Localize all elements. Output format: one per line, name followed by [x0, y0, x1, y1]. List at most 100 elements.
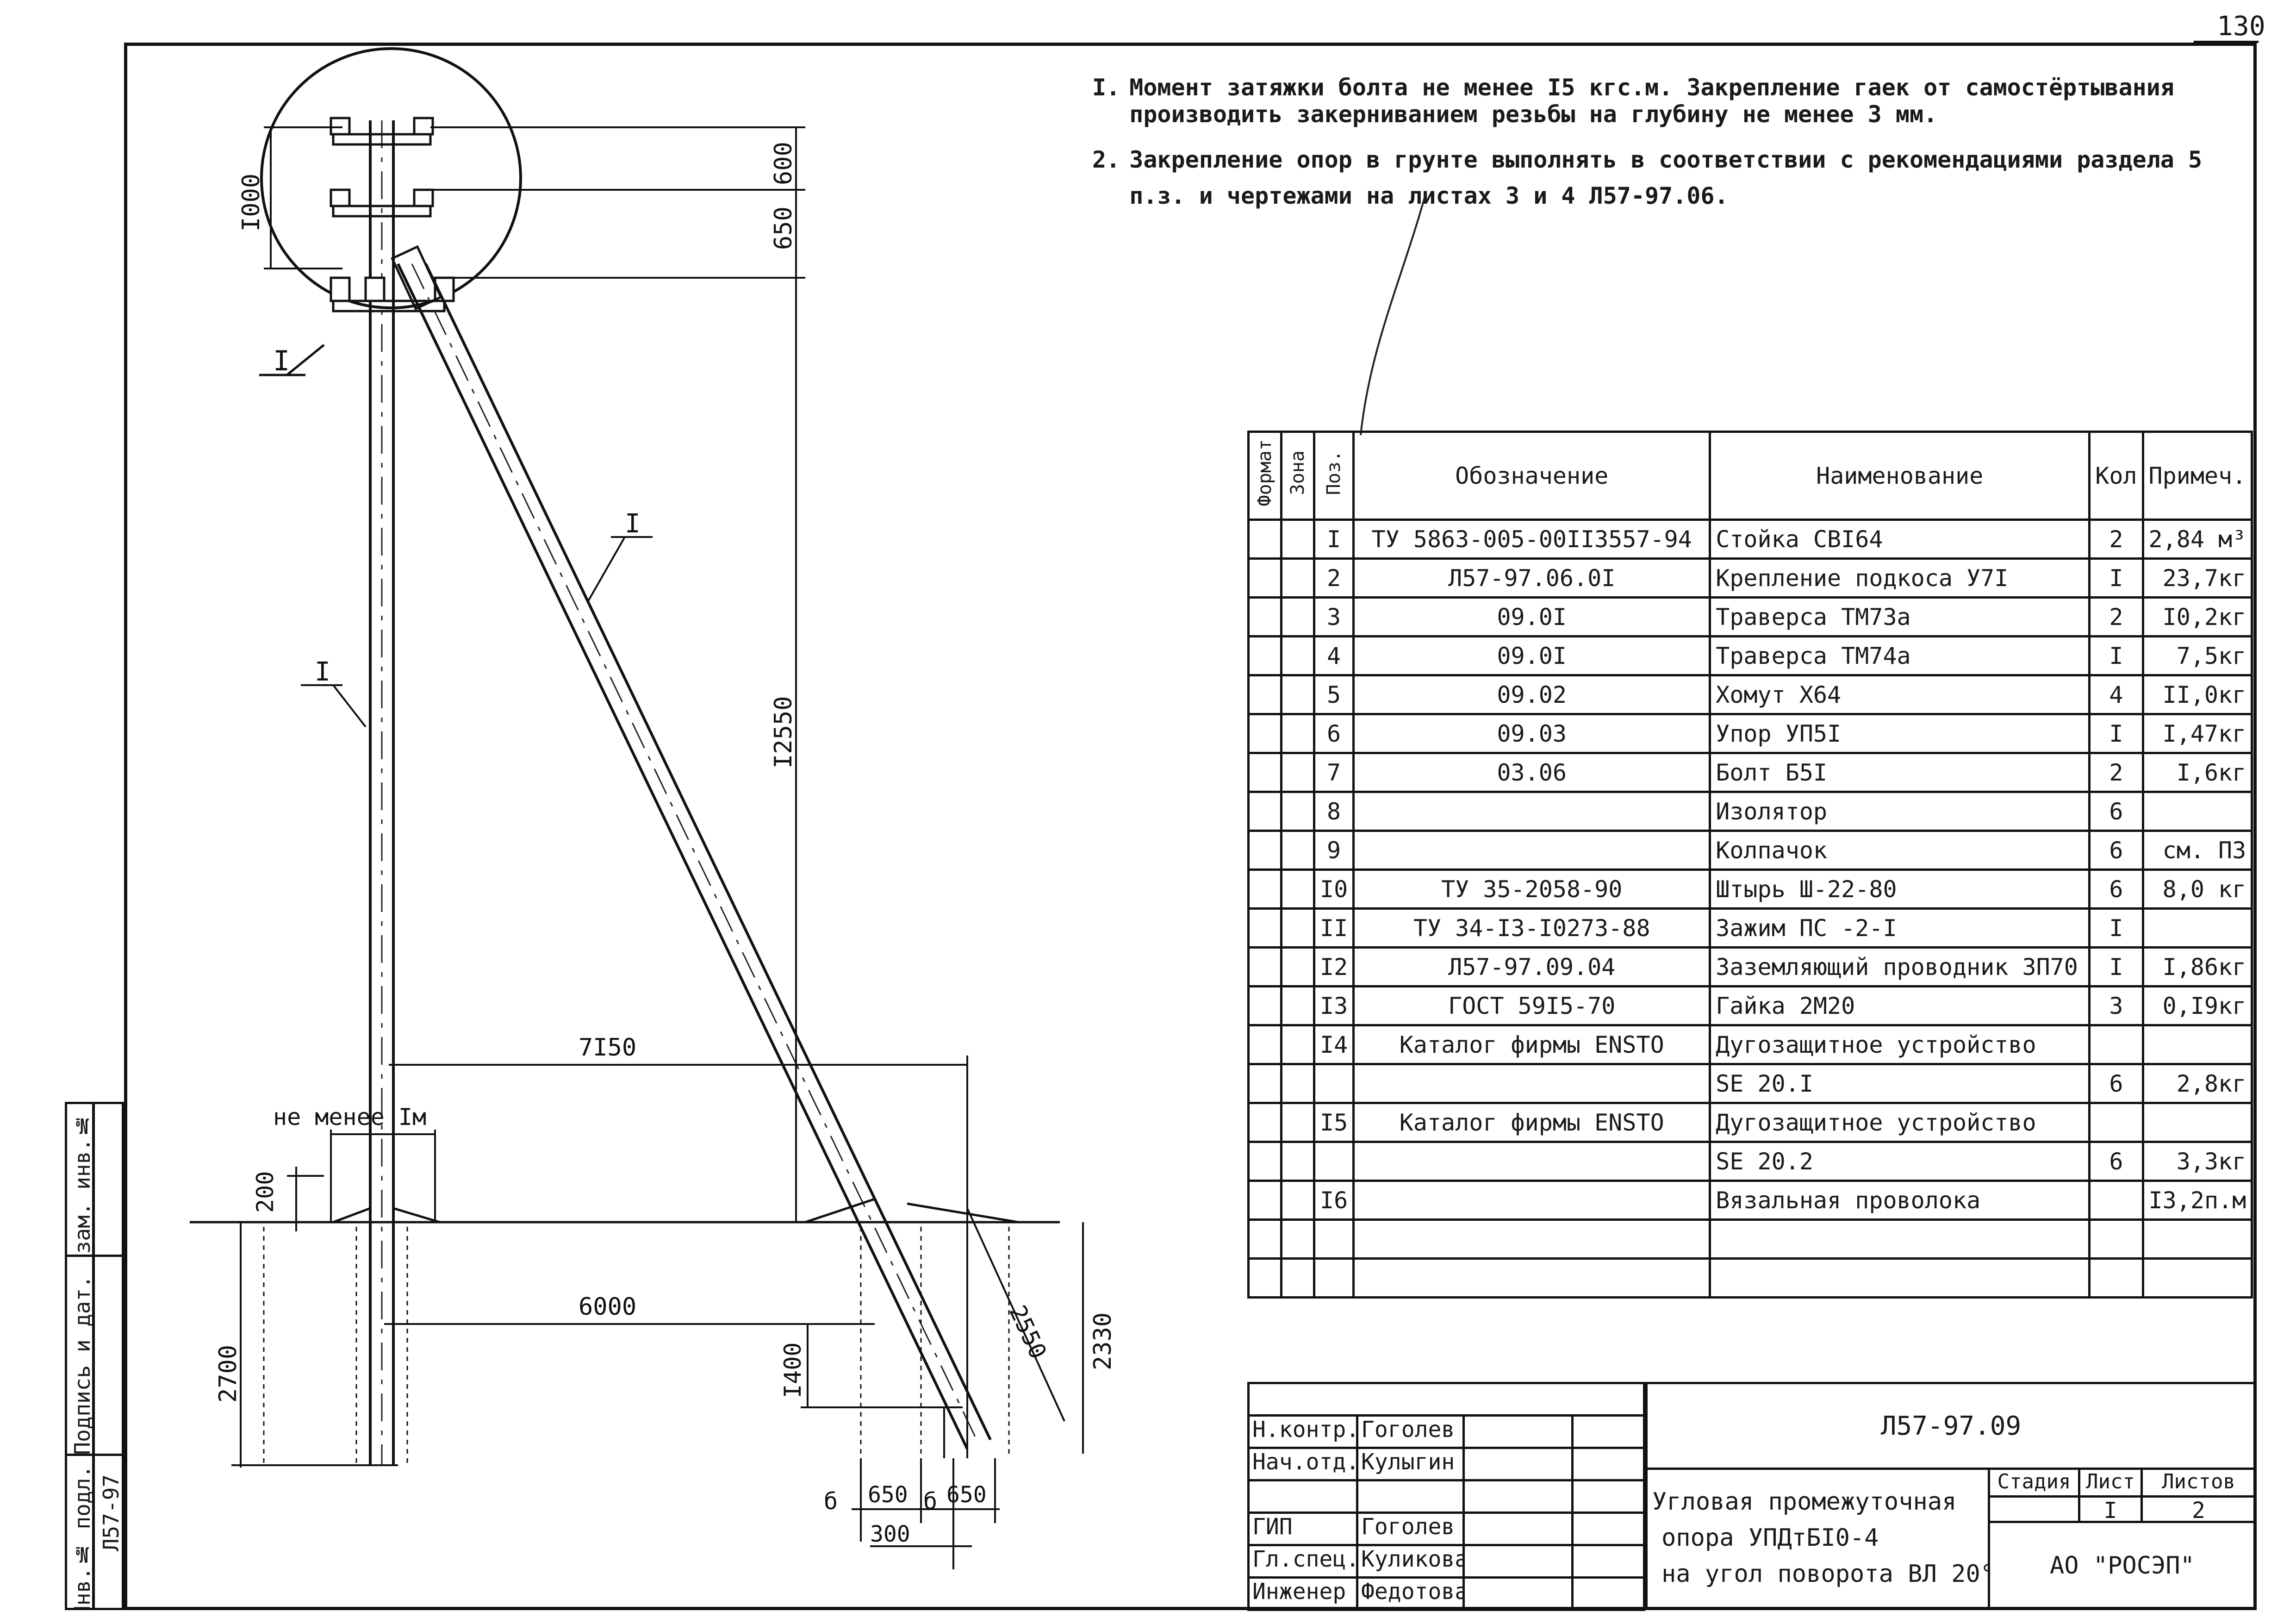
- note-line: Закрепление опор в грунте выполнять в со…: [1129, 146, 2203, 173]
- vertical-pole: [369, 120, 395, 1465]
- designation-cell: 09.0I: [1352, 635, 1711, 676]
- name-cell: Заземляющий проводник ЗП70: [1709, 946, 2091, 987]
- name-cell: Траверса ТМ74а: [1709, 635, 2091, 676]
- name-cell: Дугозащитное устройство: [1709, 1024, 2091, 1065]
- zone-cell: [1280, 596, 1315, 637]
- doc-code: Л57-97.09: [1880, 1411, 2022, 1441]
- dim-650-a: 650: [868, 1482, 908, 1508]
- name-cell: Вязальная проволока: [1709, 1180, 2091, 1221]
- format-cell: [1247, 635, 1282, 676]
- zone-cell: [1280, 1180, 1315, 1221]
- note-leader-line: [1360, 194, 1426, 436]
- note-cell: см. ПЗ: [2141, 830, 2253, 871]
- strut-callout: I: [625, 509, 641, 539]
- qty-cell: [2088, 1180, 2144, 1221]
- vzam-value-cell: [93, 1102, 124, 1257]
- col-designation: Обозначение: [1352, 431, 1711, 521]
- col-pos: Поз.: [1313, 431, 1355, 521]
- title-cell: Угловая промежуточная опора УПДтБI0-4 на…: [1645, 1468, 1990, 1610]
- qty-cell: 3: [2088, 985, 2144, 1026]
- format-cell: [1247, 713, 1282, 754]
- designation-cell: [1352, 791, 1711, 832]
- format-cell: [1247, 674, 1282, 715]
- org-cell: АО "РОСЭП": [1988, 1521, 2257, 1610]
- person-signature: [1462, 1512, 1574, 1546]
- doc-code-cell: Л57-97.09: [1645, 1382, 2257, 1470]
- note-cell: I,6кг: [2141, 752, 2253, 793]
- pos-cell: [1313, 1141, 1355, 1182]
- dim-12550: I2550: [770, 696, 797, 768]
- name-cell: Стойка СВI64: [1709, 518, 2091, 560]
- name-cell: Изолятор: [1709, 791, 2091, 832]
- format-cell: [1247, 868, 1282, 910]
- note-cell: 23,7кг: [2141, 557, 2253, 599]
- name-cell: Упор УП5I: [1709, 713, 2091, 754]
- spec-header-row: Формат Зона Поз. Обозначение Наименовани…: [1247, 431, 2253, 521]
- zone-cell: [1280, 1218, 1315, 1260]
- sheet-number-underline: [2194, 41, 2259, 43]
- pos-cell: I4: [1313, 1024, 1355, 1065]
- pos-cell: 5: [1313, 674, 1355, 715]
- designation-cell: 03.06: [1352, 752, 1711, 793]
- title-line: Угловая промежуточная: [1652, 1488, 1957, 1516]
- person-date: [1571, 1544, 1645, 1579]
- person-role: Н.контр.: [1247, 1414, 1358, 1449]
- zone-cell: [1280, 907, 1315, 949]
- designation-cell: [1352, 1180, 1711, 1221]
- zone-cell: [1280, 830, 1315, 871]
- qty-cell: I: [2088, 713, 2144, 754]
- name-cell: Хомут Х64: [1709, 674, 2091, 715]
- format-cell: [1247, 1218, 1282, 1260]
- dim-7150: 7I50: [579, 1034, 636, 1062]
- person-role: Гл.спец.: [1247, 1544, 1358, 1579]
- pos-cell: I: [1313, 518, 1355, 560]
- zone-cell: [1280, 791, 1315, 832]
- name-cell: Колпачок: [1709, 830, 2091, 871]
- designation-cell: Л57-97.09.04: [1352, 946, 1711, 987]
- dim-2330: 2330: [1089, 1312, 1117, 1370]
- designation-cell: ТУ 5863-005-00II3557-94: [1352, 518, 1711, 560]
- detail-circle: [260, 47, 522, 309]
- name-cell: Дугозащитное устройство: [1709, 1102, 2091, 1143]
- note-cell: [2141, 1218, 2253, 1260]
- col-format: Формат: [1247, 431, 1282, 521]
- note-cell: [2141, 907, 2253, 949]
- designation-cell: 09.03: [1352, 713, 1711, 754]
- pole-drawing: I I000 600 650 I2550: [190, 47, 1117, 1569]
- note-cell: [2141, 791, 2253, 832]
- note-line: п.з. и чертежами на листах 3 и 4 Л57-97.…: [1129, 182, 1729, 209]
- qty-cell: I: [2088, 946, 2144, 987]
- zone-cell: [1280, 985, 1315, 1026]
- person-date: [1571, 1447, 1645, 1481]
- note-line: Момент затяжки болта не менее I5 кгс.м. …: [1129, 74, 2174, 101]
- crossarms: [330, 117, 455, 312]
- person-name: Куликова: [1356, 1544, 1465, 1579]
- dim-300: 300: [870, 1521, 910, 1547]
- name-cell: [1709, 1257, 2091, 1299]
- person-name: [1356, 1479, 1465, 1514]
- format-cell: [1247, 946, 1282, 987]
- sheet-label: Лист: [2078, 1468, 2143, 1498]
- zone-cell: [1280, 1257, 1315, 1299]
- title-line: на угол поворота ВЛ 20°: [1661, 1560, 1990, 1588]
- format-cell: [1247, 557, 1282, 599]
- zone-cell: [1280, 1063, 1315, 1104]
- zone-cell: [1280, 635, 1315, 676]
- designation-cell: 09.02: [1352, 674, 1711, 715]
- pos-cell: 4: [1313, 635, 1355, 676]
- zone-cell: [1280, 1102, 1315, 1143]
- qty-cell: I: [2088, 557, 2144, 599]
- dim-650-b: 650: [946, 1482, 987, 1508]
- hatch-mark: б: [824, 1488, 838, 1515]
- designation-cell: [1352, 1063, 1711, 1104]
- person-signature: [1462, 1447, 1574, 1481]
- podpis-value-cell: [93, 1255, 124, 1456]
- inclined-strut: [391, 245, 992, 1450]
- dim-2700: 2700: [214, 1345, 242, 1403]
